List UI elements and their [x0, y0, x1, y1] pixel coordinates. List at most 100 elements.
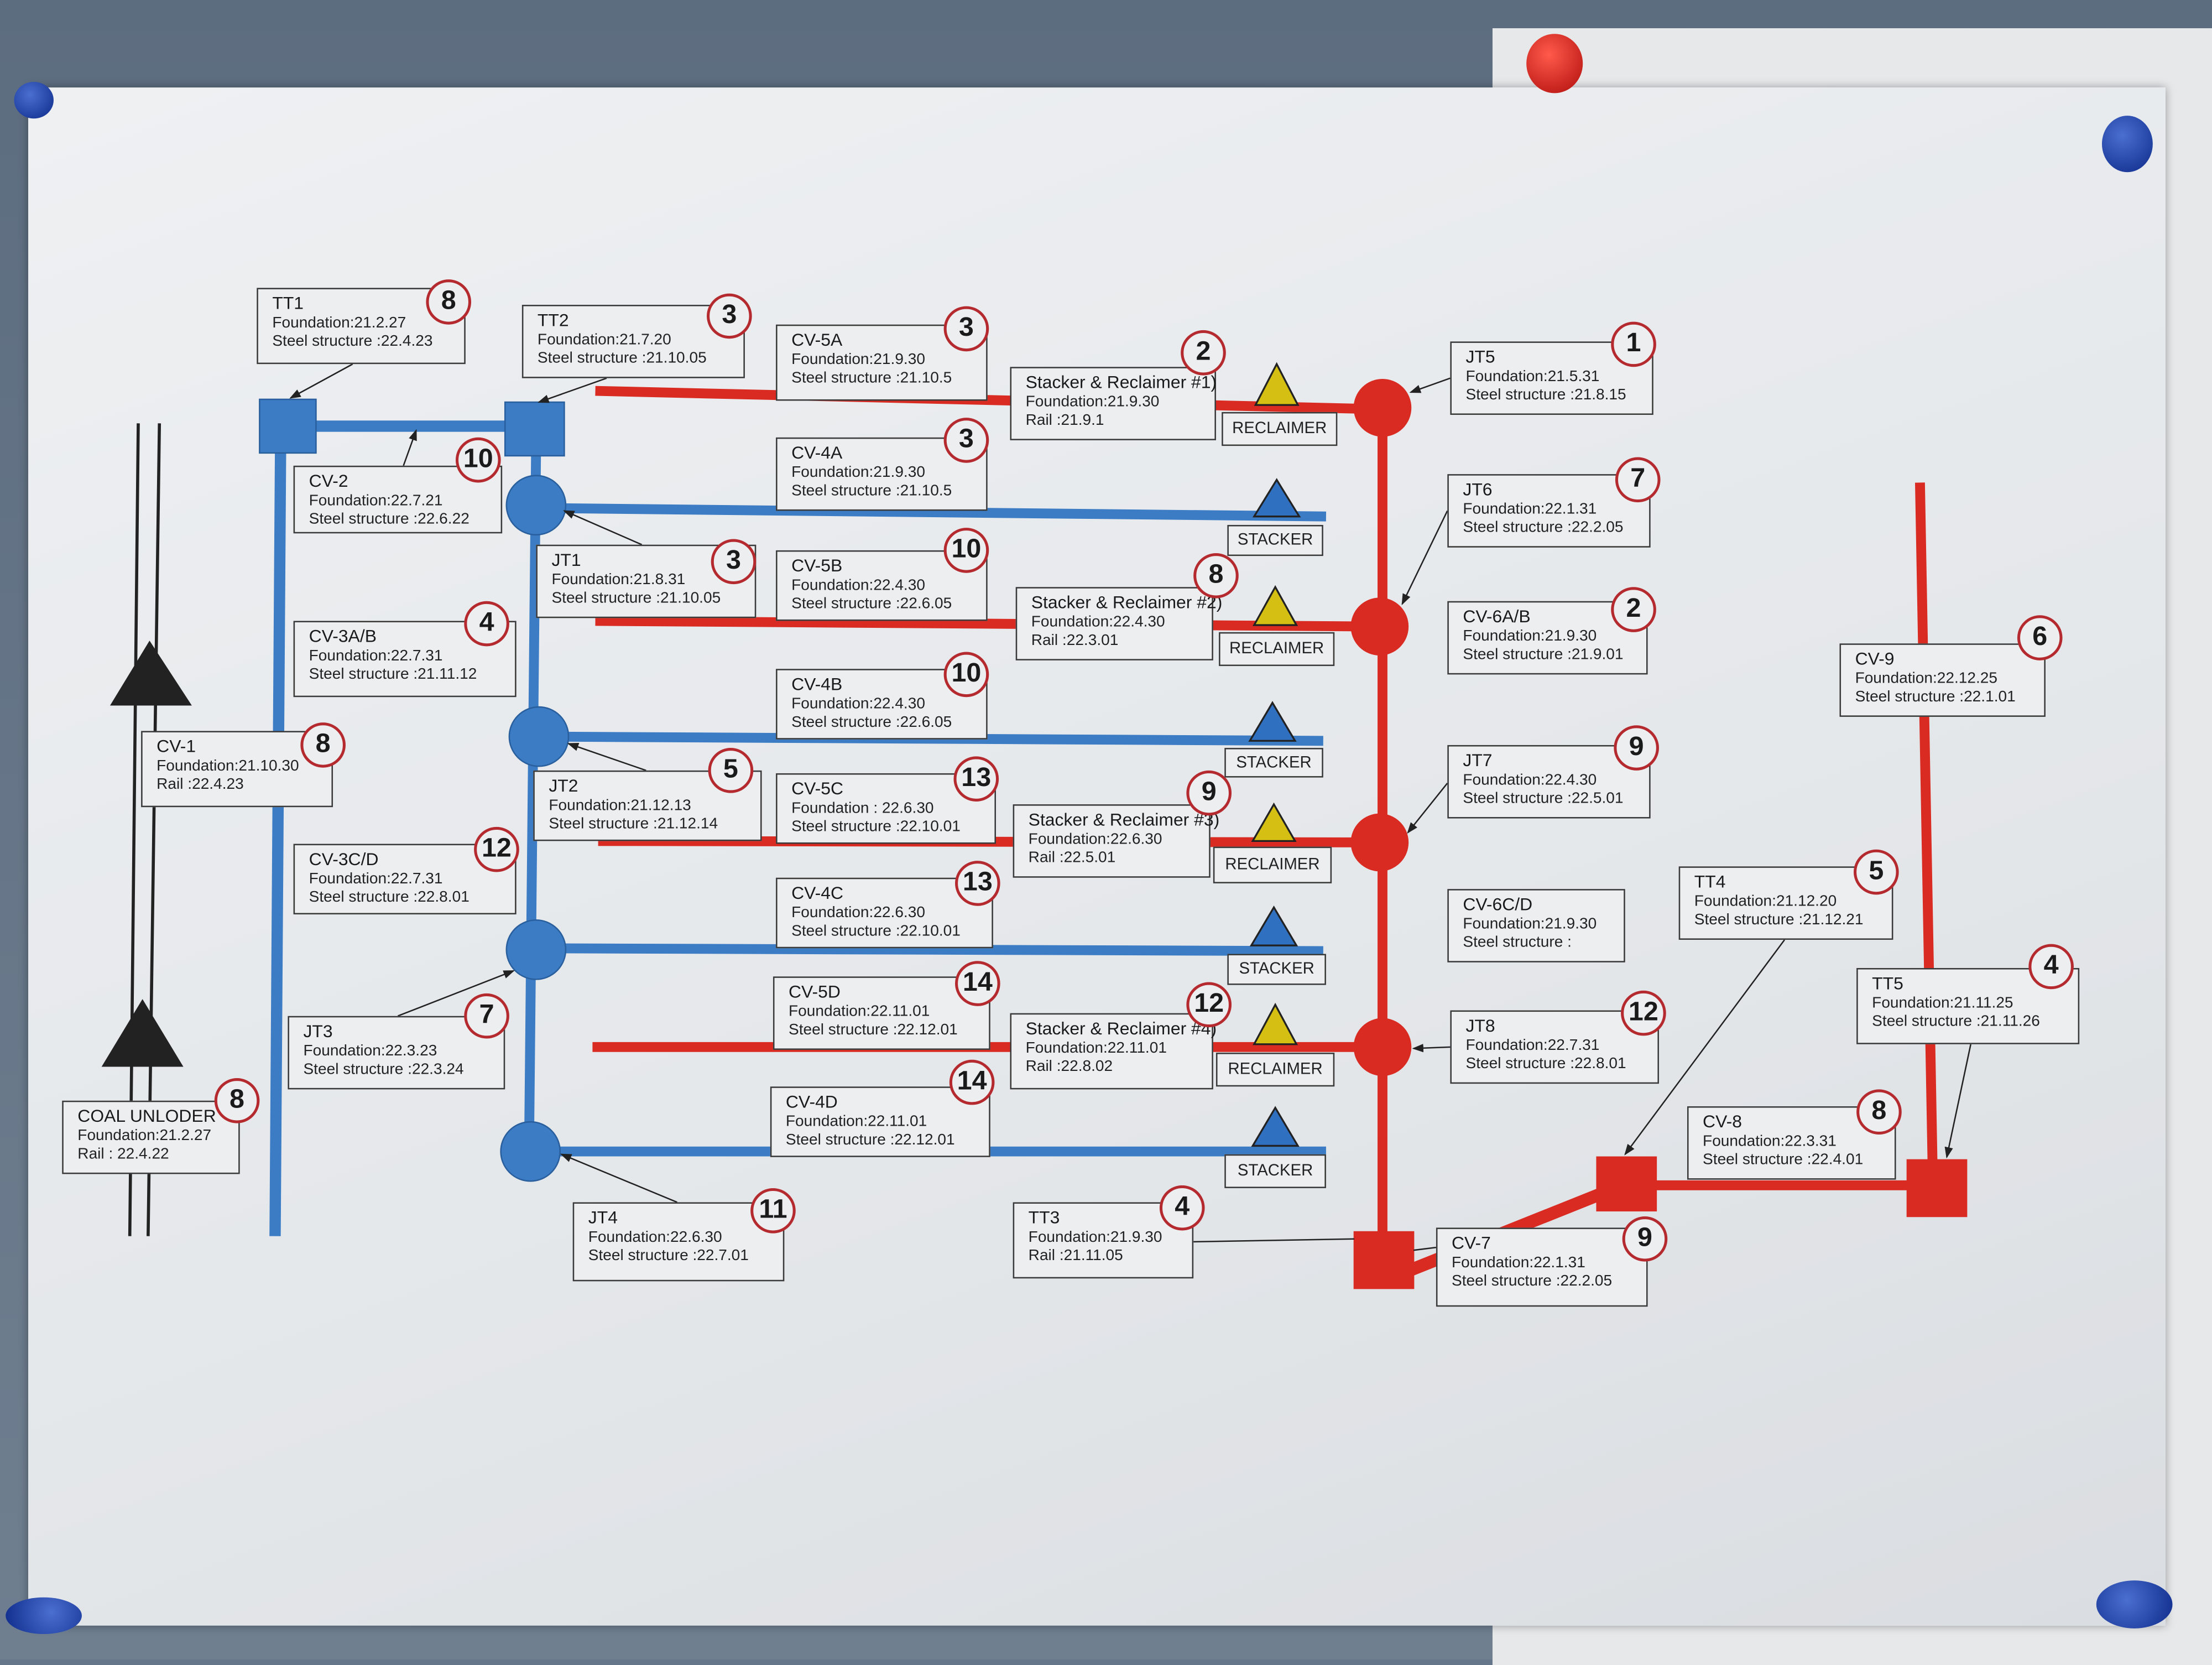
label-line: Steel structure :22.3.24: [303, 1061, 464, 1078]
label-line: Steel structure :21.10.05: [551, 590, 721, 607]
jt3-node: [505, 919, 567, 980]
label-line: Steel structure :21.8.15: [1465, 386, 1626, 404]
label-line: Foundation:22.3.31: [1703, 1133, 1837, 1151]
label-line: Steel structure :22.8.01: [1465, 1055, 1626, 1073]
label-title: CV-4D: [785, 1092, 838, 1112]
sequence-badge: 9: [1614, 725, 1659, 771]
sequence-badge: 4: [464, 601, 509, 647]
sequence-badge: 2: [1181, 330, 1226, 376]
reclaimer-marker-icon: [1253, 585, 1298, 626]
cv-4c-line: [536, 943, 1323, 956]
pushpin-icon: [2096, 1580, 2173, 1628]
label-line: Steel structure :: [1463, 934, 1572, 951]
sequence-badge: 5: [708, 748, 754, 793]
leader-arrow: [1409, 377, 1451, 393]
label-title: CV-7: [1451, 1233, 1491, 1253]
label-line: Rail :21.9.1: [1025, 412, 1104, 429]
cv-3-line: [269, 423, 286, 1236]
label-line: Foundation:21.9.30: [1028, 1229, 1162, 1246]
label-title: CV-5B: [791, 556, 843, 576]
leader-arrow: [567, 742, 646, 772]
label-title: CV-9: [1855, 649, 1895, 669]
pushpin-icon: [1526, 34, 1583, 93]
jt1-node: [505, 475, 567, 536]
label-line: Foundation:21.9.30: [791, 464, 925, 481]
label-line: Foundation:21.11.25: [1872, 995, 2013, 1012]
sequence-badge: 14: [949, 1059, 995, 1105]
leader-arrow: [560, 1153, 677, 1203]
reclaimer-marker-icon: [1251, 802, 1297, 842]
label-title: TT3: [1028, 1208, 1060, 1228]
equipment-tag-stacker: STACKER: [1227, 524, 1323, 556]
sequence-badge: 8: [1193, 553, 1239, 599]
tt3-node: [1353, 1231, 1415, 1289]
unloader-triangle-icon: [101, 999, 184, 1067]
jt4-node: [500, 1121, 561, 1182]
sequence-badge: 13: [953, 756, 999, 802]
label-title: COAL UNLODER: [77, 1106, 216, 1126]
label-title: CV-3C/D: [309, 849, 379, 870]
label-line: Foundation:21.9.30: [1463, 628, 1597, 645]
label-line: Steel structure :21.12.21: [1694, 911, 1864, 929]
pushpin-icon: [2101, 116, 2153, 173]
label-line: Foundation:21.8.31: [551, 571, 686, 589]
label-title: TT5: [1872, 974, 1903, 993]
label-line: Steel structure :21.10.5: [791, 370, 952, 387]
label-line: Steel structure :22.4.23: [272, 333, 433, 350]
label-line: Foundation:21.9.30: [1463, 915, 1597, 933]
label-title: TT4: [1694, 872, 1726, 892]
leader-arrow: [397, 970, 515, 1017]
label-line: Rail :22.8.02: [1025, 1058, 1113, 1075]
label-line: Steel structure :21.12.14: [549, 815, 718, 833]
label-line: Steel structure :21.10.5: [791, 482, 952, 500]
label-line: Steel structure :22.4.01: [1703, 1151, 1864, 1169]
stacker-marker-icon: [1249, 906, 1298, 946]
label-title: CV-1: [156, 736, 196, 757]
label-title: JT7: [1463, 751, 1493, 771]
sequence-badge: 11: [750, 1188, 796, 1234]
leader-arrow: [1407, 783, 1448, 834]
label-line: Foundation:22.6.30: [791, 904, 925, 922]
label-title: Stacker & Reclaimer #2): [1031, 592, 1223, 613]
label-box-sr4: Stacker & Reclaimer #4)Foundation:22.11.…: [1010, 1013, 1217, 1090]
pushpin-icon: [14, 81, 54, 119]
label-line: Foundation:22.11.01: [785, 1113, 927, 1131]
label-line: Foundation : 22.6.30: [791, 800, 934, 818]
sequence-badge: 12: [1621, 990, 1666, 1036]
label-title: CV-5A: [791, 330, 843, 350]
label-line: Foundation:22.7.21: [309, 492, 443, 509]
jt2-node: [508, 706, 570, 767]
label-line: Foundation:22.12.25: [1855, 670, 1998, 688]
label-line: Foundation:21.12.20: [1694, 893, 1837, 910]
sequence-badge: 1: [1611, 321, 1656, 367]
label-line: Steel structure :22.2.05: [1463, 519, 1624, 537]
label-title: TT1: [272, 293, 304, 314]
label-title: JT2: [549, 776, 578, 796]
label-line: Foundation:22.1.31: [1451, 1254, 1585, 1272]
label-line: Steel structure :22.2.05: [1451, 1273, 1613, 1290]
leader-arrow: [403, 429, 417, 466]
reclaimer-marker-icon: [1254, 362, 1300, 406]
tt5-node: [1906, 1159, 1968, 1217]
label-line: Steel structure :21.11.12: [309, 666, 477, 683]
label-line: Foundation:21.9.30: [791, 351, 925, 368]
label-line: Steel structure :22.10.01: [791, 923, 961, 940]
label-line: Rail :22.3.01: [1031, 632, 1119, 649]
stacker-marker-icon: [1252, 478, 1301, 518]
label-line: Foundation:22.7.31: [309, 870, 443, 888]
sequence-badge: 8: [300, 722, 346, 768]
sequence-badge: 14: [955, 961, 1000, 1006]
label-title: CV-4A: [791, 443, 843, 463]
label-title: Stacker & Reclaimer #4): [1025, 1018, 1217, 1039]
label-title: TT2: [537, 310, 569, 330]
sequence-badge: 9: [1186, 770, 1232, 816]
tt1-node: [259, 398, 317, 454]
